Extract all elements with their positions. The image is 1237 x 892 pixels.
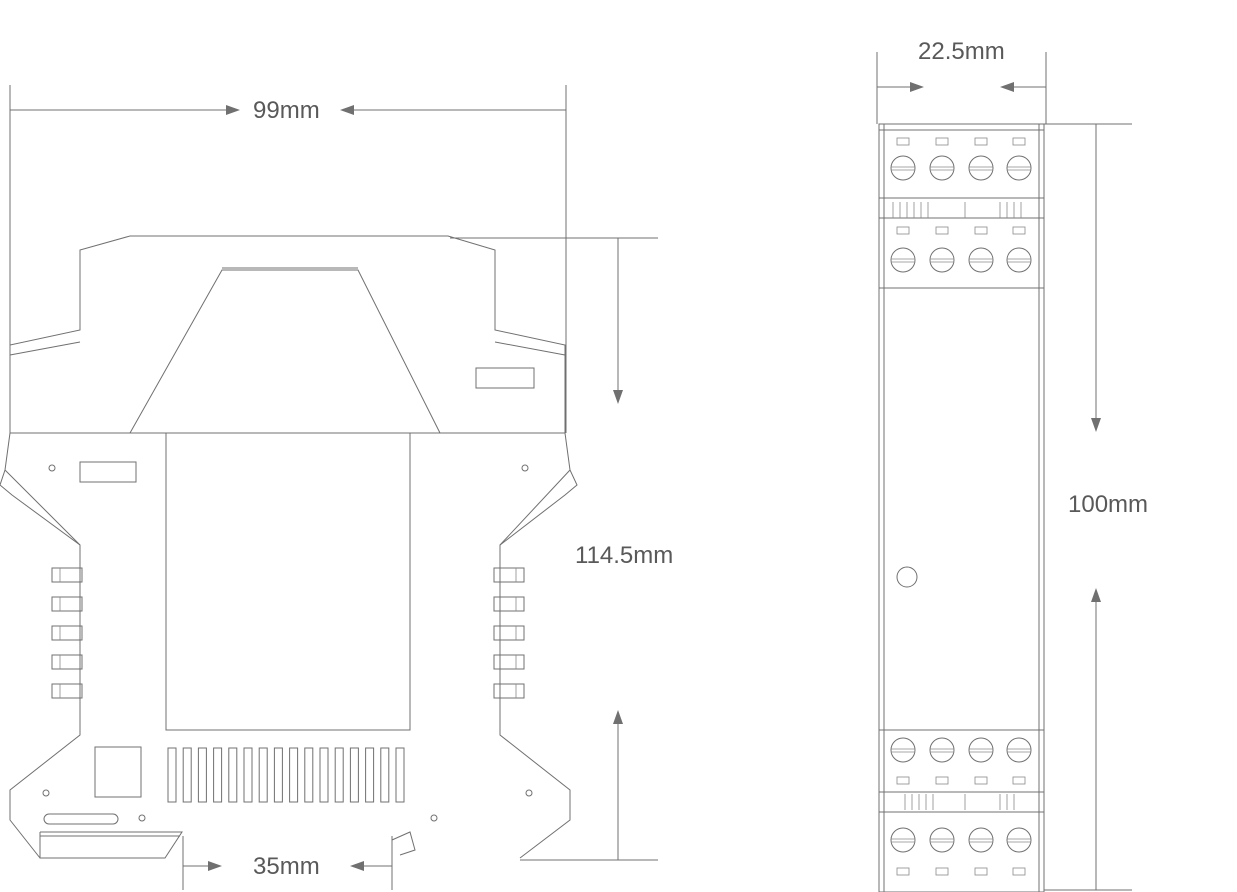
terminal-screw	[968, 737, 994, 763]
vent-slot	[213, 747, 223, 803]
dimension-114-5mm: 114.5mm	[450, 237, 673, 861]
vent-slot	[167, 747, 177, 803]
terminal-screw	[890, 247, 916, 273]
dim-label-22-5mm: 22.5mm	[918, 38, 1005, 65]
release-slot	[43, 813, 119, 825]
vent-slot	[228, 747, 238, 803]
terminal-tab	[1012, 776, 1026, 785]
terminal-screw	[929, 155, 955, 181]
front-view	[878, 123, 1045, 892]
vent-slot	[182, 747, 192, 803]
top-cover-outline	[9, 235, 566, 433]
terminal-tab	[896, 867, 910, 876]
screw-hole	[48, 464, 56, 472]
indicator-led	[896, 566, 918, 588]
vent-slot	[395, 747, 405, 803]
left-vent-slots	[51, 567, 83, 699]
square-button	[94, 746, 142, 798]
vent-slot	[258, 747, 268, 803]
body-outline	[10, 432, 578, 859]
terminal-screw	[1006, 827, 1032, 853]
vent-slot	[273, 747, 283, 803]
vent-slot	[289, 747, 299, 803]
terminal-tab	[935, 137, 949, 146]
bottom-terminal-divider	[879, 791, 1044, 813]
terminal-tab	[896, 137, 910, 146]
bottom-vent-grille	[167, 747, 405, 803]
terminal-tab	[974, 867, 988, 876]
terminal-tab	[896, 226, 910, 235]
terminal-tab	[974, 776, 988, 785]
vent-slot	[304, 747, 314, 803]
dimension-100mm: 100mm	[1044, 123, 1148, 891]
dimension-35mm: 35mm	[182, 836, 393, 890]
body-label	[79, 461, 137, 483]
terminal-screw	[1006, 155, 1032, 181]
cover-trapezoid	[129, 269, 441, 434]
dim-label-114-5mm: 114.5mm	[575, 542, 673, 569]
dim-label-100mm: 100mm	[1068, 491, 1148, 518]
terminal-tab	[896, 776, 910, 785]
terminal-screw	[890, 155, 916, 181]
terminal-tab	[1012, 867, 1026, 876]
terminal-screw	[890, 737, 916, 763]
terminal-screw	[929, 737, 955, 763]
terminal-screw	[929, 827, 955, 853]
terminal-tab	[974, 226, 988, 235]
side-view	[0, 235, 578, 859]
front-panel-window	[165, 432, 411, 731]
terminal-tab	[1012, 137, 1026, 146]
vent-slot	[319, 747, 329, 803]
vent-slot	[365, 747, 375, 803]
vent-slot	[197, 747, 207, 803]
vent-slot	[380, 747, 390, 803]
terminal-screw	[1006, 247, 1032, 273]
dimension-99mm: 99mm	[9, 85, 567, 433]
rail-latch	[39, 831, 183, 859]
terminal-tab	[974, 137, 988, 146]
dim-label-35mm: 35mm	[253, 853, 320, 880]
top-terminal-divider	[879, 202, 1044, 219]
screw-hole	[521, 464, 529, 472]
dimension-22-5mm: 22.5mm	[876, 38, 1047, 124]
dim-label-99mm: 99mm	[253, 97, 320, 124]
terminal-tab	[1012, 226, 1026, 235]
terminal-screw	[1006, 737, 1032, 763]
cover-label-window	[475, 367, 535, 389]
terminal-screw	[890, 827, 916, 853]
vent-slot	[334, 747, 344, 803]
terminal-tab	[935, 776, 949, 785]
terminal-screw	[968, 827, 994, 853]
terminal-screw	[968, 155, 994, 181]
terminal-tab	[935, 867, 949, 876]
vent-slot	[243, 747, 253, 803]
right-vent-slots	[493, 567, 525, 699]
terminal-screw	[968, 247, 994, 273]
terminal-screws	[890, 137, 1032, 876]
terminal-tab	[935, 226, 949, 235]
vent-slot	[349, 747, 359, 803]
terminal-screw	[929, 247, 955, 273]
